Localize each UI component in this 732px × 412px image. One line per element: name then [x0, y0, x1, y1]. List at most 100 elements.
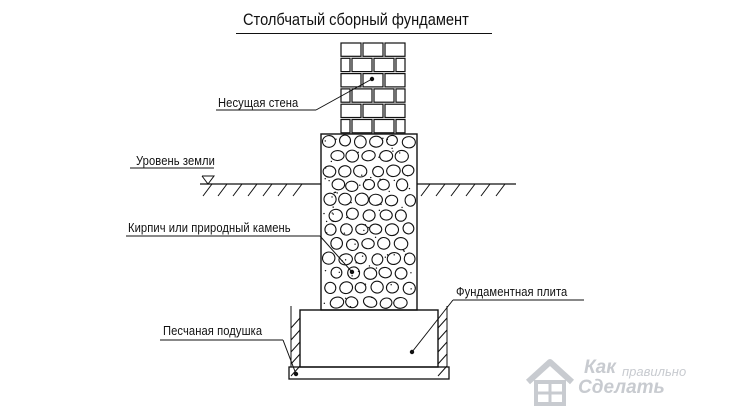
- leader-dot: [409, 349, 415, 355]
- gravel-dot: [401, 206, 403, 209]
- ground-level-marker: [201, 175, 215, 185]
- gravel-dot: [338, 271, 341, 274]
- gravel-dot: [388, 190, 390, 193]
- brick: [340, 118, 351, 134]
- gravel-dot: [408, 187, 411, 190]
- ground-hatch: [217, 183, 228, 197]
- brick: [384, 42, 406, 57]
- stone: [378, 266, 392, 279]
- brick: [373, 118, 395, 134]
- watermark: Как правильно Сделать: [518, 352, 732, 412]
- watermark-text-kak: Как: [584, 357, 616, 378]
- stone: [345, 180, 359, 192]
- leader-dot: [293, 371, 299, 377]
- gravel-dot: [325, 232, 328, 234]
- brick: [351, 57, 373, 73]
- stone-column: [320, 133, 418, 311]
- slab-hatch-left: [290, 353, 301, 365]
- gravel-dot: [335, 138, 337, 140]
- stone: [322, 165, 337, 178]
- stone: [379, 209, 393, 221]
- watermark-text-pravilno: правильно: [622, 364, 687, 379]
- gravel-dot: [332, 220, 335, 223]
- gravel-dot: [379, 178, 381, 180]
- stone: [363, 267, 378, 280]
- stone: [321, 251, 336, 265]
- ground-hatch: [292, 183, 303, 197]
- slab-hatch-left: [290, 317, 301, 329]
- stone: [402, 281, 416, 295]
- gravel-dot: [382, 137, 384, 140]
- stone: [386, 134, 398, 146]
- stone: [393, 296, 408, 309]
- gravel-dot: [368, 265, 371, 267]
- stone: [379, 149, 394, 162]
- stone: [377, 236, 391, 250]
- gravel-dot: [410, 272, 412, 274]
- stone: [394, 209, 407, 222]
- gravel-dot: [323, 212, 325, 215]
- stone: [394, 149, 409, 163]
- gravel-dot: [332, 206, 334, 208]
- brick: [395, 118, 406, 134]
- gravel-dot: [386, 254, 389, 256]
- stone: [345, 149, 360, 163]
- stone: [331, 178, 346, 191]
- gravel-dot: [370, 176, 372, 179]
- gravel-dot: [378, 156, 380, 158]
- gravel-dot: [344, 259, 347, 261]
- diagram-title: Столбчатый сборный фундамент: [243, 10, 469, 29]
- stone: [404, 194, 417, 207]
- brick: [362, 42, 384, 57]
- brick: [362, 103, 384, 119]
- stone: [330, 236, 344, 250]
- stone: [369, 135, 384, 148]
- gravel-dot: [328, 179, 330, 182]
- gravel-dot: [355, 262, 357, 264]
- leader-sand: [282, 339, 297, 375]
- gravel-dot: [390, 283, 392, 286]
- stone: [338, 253, 353, 266]
- house-logo-icon: [525, 359, 575, 406]
- label-ground-level: Уровень земли: [136, 153, 215, 168]
- brick-wall: [340, 42, 406, 134]
- gravel-dot: [343, 232, 346, 234]
- stone: [368, 193, 383, 206]
- gravel-dot: [324, 178, 326, 180]
- ground-hatch: [247, 183, 258, 197]
- gravel-dot: [324, 140, 326, 142]
- label-bearing-wall: Несущая стена: [218, 95, 299, 110]
- stone: [386, 164, 401, 178]
- gravel-dot: [332, 213, 334, 215]
- gravel-dot: [324, 167, 327, 169]
- gravel-dot: [331, 212, 333, 214]
- stone: [338, 192, 352, 206]
- stone: [379, 297, 393, 309]
- gravel-dot: [331, 220, 334, 222]
- stone: [384, 194, 399, 207]
- gravel-dot: [384, 256, 387, 258]
- gravel-dot: [375, 267, 378, 269]
- brick: [395, 57, 406, 73]
- stone: [347, 266, 361, 280]
- stone: [330, 266, 343, 279]
- stone: [386, 252, 402, 265]
- slab-hatch-left: [290, 365, 301, 377]
- gravel-dot: [407, 175, 409, 177]
- ground-hatch: [495, 183, 506, 197]
- gravel-dot: [363, 229, 365, 232]
- stone: [330, 150, 345, 162]
- slab-hatch-right: [437, 365, 448, 377]
- label-brick-or-stone: Кирпич или природный камень: [128, 220, 291, 235]
- stone: [345, 238, 359, 252]
- ground-hatch: [420, 183, 431, 197]
- label-foundation-slab: Фундаментная плита: [456, 284, 568, 299]
- stone: [361, 238, 375, 250]
- gravel-dot: [361, 174, 363, 176]
- gravel-dot: [331, 196, 333, 198]
- brick: [373, 88, 395, 103]
- stone: [338, 134, 352, 147]
- stone: [355, 223, 369, 235]
- stone: [339, 281, 354, 295]
- ground-hatch: [202, 183, 213, 197]
